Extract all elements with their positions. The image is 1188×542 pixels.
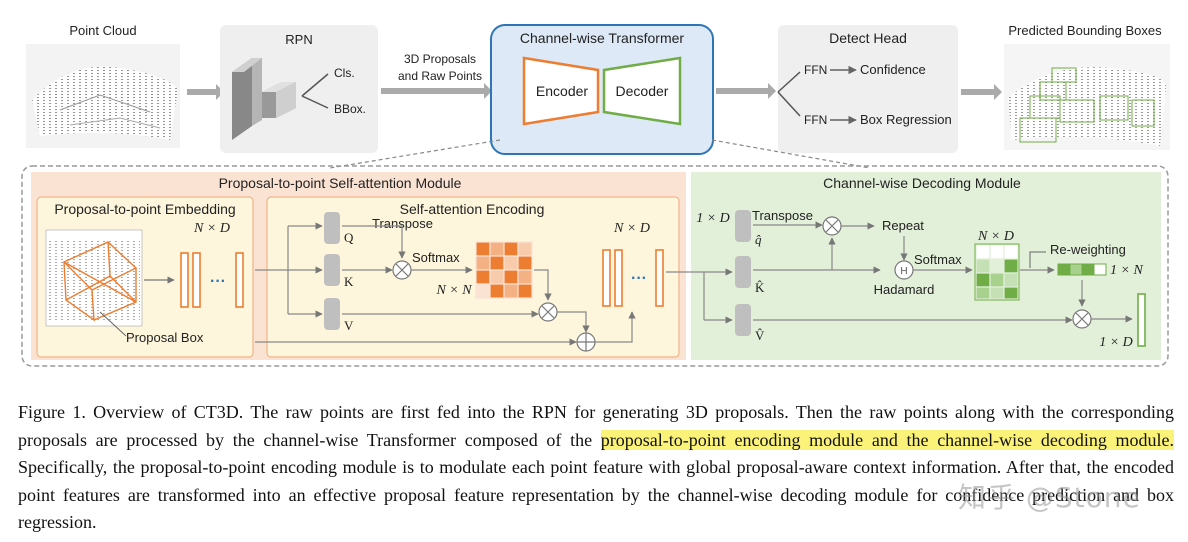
cls-label: Cls. — [334, 66, 355, 80]
multiply-node-4 — [1072, 309, 1092, 329]
proposal-box-label: Proposal Box — [126, 330, 204, 345]
ffn-label-2: FFN — [804, 113, 827, 127]
q-block — [324, 212, 340, 244]
nd-label-3: N × D — [977, 229, 1014, 244]
bbox-label: BBox. — [334, 102, 366, 116]
cw-module-title: Channel-wise Decoding Module — [823, 175, 1021, 191]
v-block — [324, 298, 340, 330]
channel-wise-transformer-block: Channel-wise Transformer Encoder Decoder — [490, 24, 714, 155]
caption-part-2: Specifically, the proposal-to-point enco… — [18, 457, 1174, 532]
channel-wise-decoding-module: Channel-wise Decoding Module 1 × D q̂ K̂… — [666, 172, 1161, 360]
embedding-title: Proposal-to-point Embedding — [54, 201, 235, 217]
reweighting-label: Re-weighting — [1050, 242, 1126, 257]
confidence-label: Confidence — [860, 62, 926, 77]
proposal-point-image — [45, 229, 143, 327]
ellipsis-2: ··· — [631, 270, 647, 287]
k-label: K — [344, 274, 354, 289]
one-d-top-label: 1 × D — [696, 211, 730, 226]
multiply-node-3 — [822, 216, 842, 236]
v-label: V — [344, 318, 354, 333]
p2p-module-title: Proposal-to-point Self-attention Module — [219, 175, 462, 191]
nn-label: N × N — [435, 283, 472, 298]
proposal-to-point-module: Proposal-to-point Self-attention Module … — [31, 172, 686, 360]
q-hat-block — [735, 210, 751, 242]
nd-label-1: N × D — [193, 221, 230, 236]
predicted-boxes-panel: Predicted Bounding Boxes — [1004, 23, 1170, 150]
figure-caption: Figure 1. Overview of CT3D. The raw poin… — [18, 399, 1175, 537]
one-d-bottom-label: 1 × D — [1099, 335, 1133, 350]
multiply-node-1 — [392, 260, 412, 280]
detect-head-block: Detect Head FFN FFN Confidence Box Regre… — [777, 25, 958, 153]
transformer-label: Channel-wise Transformer — [520, 30, 685, 46]
softmax-label-1: Softmax — [412, 250, 460, 265]
add-node — [576, 332, 596, 352]
transpose-label-1: Transpose — [372, 216, 433, 231]
rpn-network-icon — [232, 58, 296, 140]
proposals-label-1: 3D Proposals — [404, 52, 476, 66]
attention-matrix — [475, 241, 533, 299]
point-feature-bars-1 — [180, 252, 244, 308]
ffn-label-1: FFN — [804, 63, 827, 77]
architecture-diagram: Point Cloud RPN Cls. BBox. 3D Proposals … — [21, 23, 1170, 367]
one-n-label: 1 × N — [1110, 263, 1143, 278]
k-hat-block — [735, 256, 751, 288]
caption-highlight: proposal-to-point encoding module and th… — [600, 429, 1175, 450]
v-hat-label: V̂ — [755, 328, 765, 343]
rpn-label: RPN — [285, 32, 312, 47]
point-feature-bars-2 — [602, 249, 664, 307]
caption-part-1: Figure 1. Overview of CT3D. The raw poin… — [18, 402, 1174, 450]
sa-title: Self-attention Encoding — [400, 201, 545, 217]
predicted-label: Predicted Bounding Boxes — [1008, 23, 1162, 38]
transpose-label-2: Transpose — [752, 208, 813, 223]
point-cloud-panel: Point Cloud — [26, 23, 180, 148]
multiply-node-2 — [538, 302, 558, 322]
weight-vector — [1057, 263, 1107, 276]
nd-label-2: N × D — [613, 221, 650, 236]
hadamard-h: H — [900, 266, 907, 277]
rpn-block: RPN Cls. BBox. — [220, 25, 378, 153]
q-hat-label: q̂ — [755, 232, 762, 247]
channel-matrix — [974, 243, 1020, 301]
hadamard-label: Hadamard — [874, 282, 935, 297]
proposals-label-2: and Raw Points — [398, 69, 482, 83]
proposal-feature-bar — [1137, 293, 1146, 347]
point-cloud-label: Point Cloud — [69, 23, 136, 38]
q-label: Q — [344, 230, 354, 245]
k-hat-label: K̂ — [755, 280, 765, 295]
detect-head-label: Detect Head — [829, 30, 907, 46]
k-block — [324, 254, 340, 286]
repeat-label: Repeat — [882, 218, 924, 233]
ellipsis-1: ··· — [210, 273, 226, 290]
encoder-label: Encoder — [536, 83, 588, 99]
decoder-label: Decoder — [616, 83, 669, 99]
box-regression-label: Box Regression — [860, 112, 952, 127]
v-hat-block — [735, 304, 751, 336]
softmax-label-2: Softmax — [914, 252, 962, 267]
